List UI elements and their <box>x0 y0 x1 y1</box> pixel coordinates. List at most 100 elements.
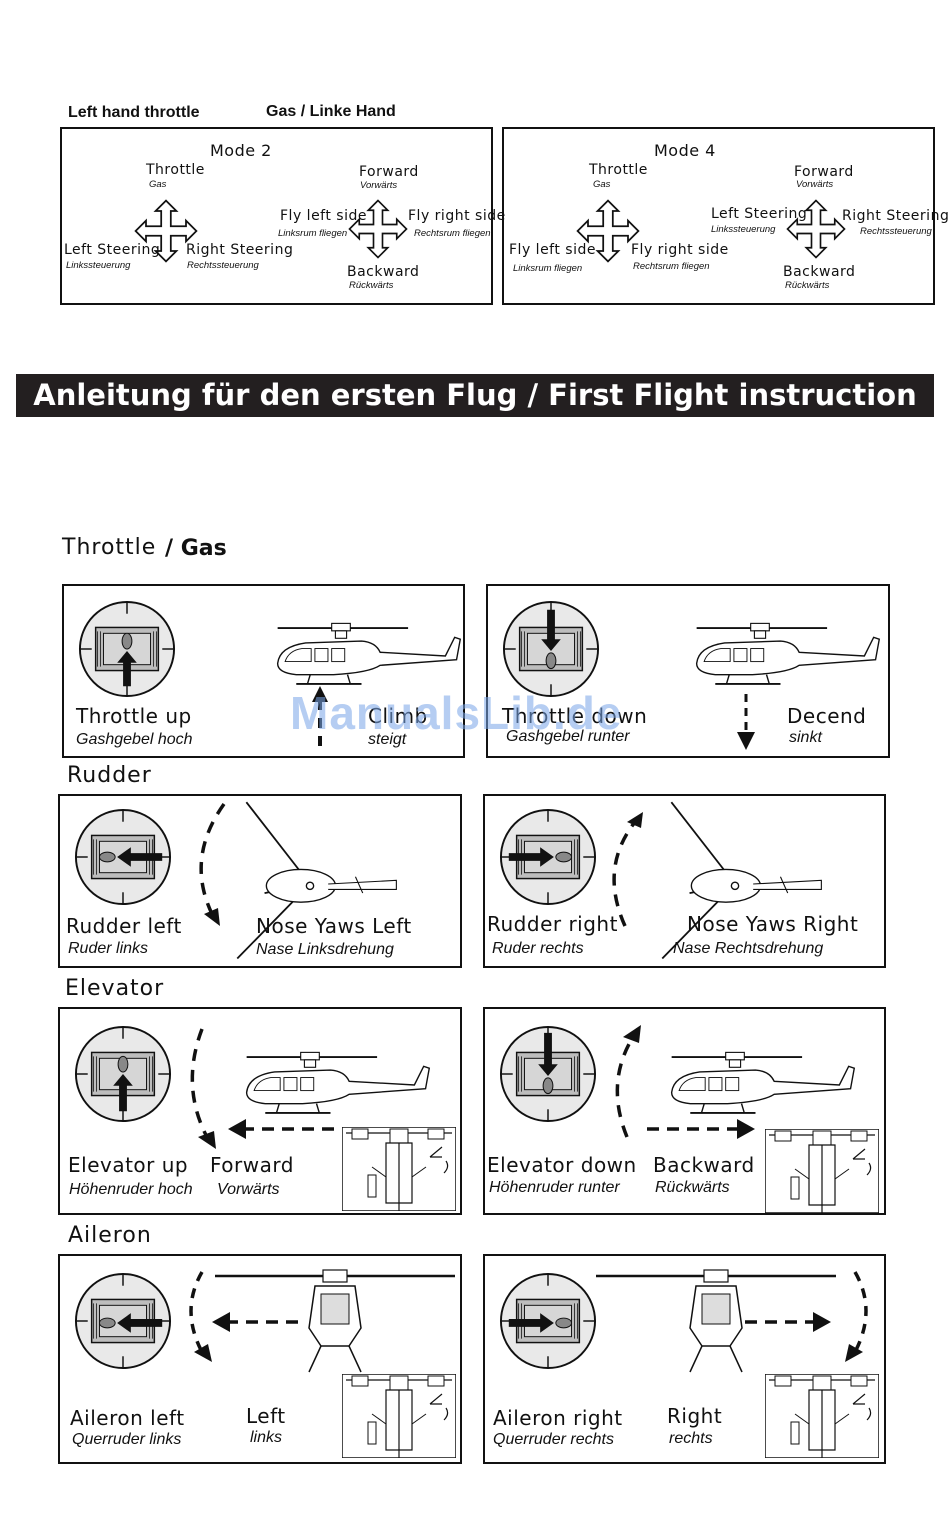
mode4-forward-de: Vorwärts <box>796 179 834 190</box>
aileron-left-label: Aileron left <box>70 1406 185 1430</box>
rudder-right-label: Rudder right <box>487 912 618 936</box>
mode2-fly-left-de: Linksrum fliegen <box>278 228 348 239</box>
rudder-right-de: Ruder rechts <box>492 940 584 957</box>
descend-de: sinkt <box>789 729 822 746</box>
forward-de: Vorwärts <box>217 1181 280 1198</box>
mode4-title: Mode 4 <box>654 141 716 160</box>
panel-aileron-left: Aileron left Querruder links Left links <box>58 1254 462 1464</box>
yaw-right-arrow-icon <box>612 812 643 927</box>
rudder-left-stick-icon <box>74 808 172 906</box>
mode4-left-steering-label: Left Steering <box>711 206 808 222</box>
watermark: ManualsLib.de <box>290 687 623 739</box>
mode2-forward-de: Vorwärts <box>360 180 398 191</box>
right-arrow-icon <box>745 1312 831 1332</box>
swashplate-inset-icon-4 <box>765 1374 879 1458</box>
swashplate-inset-icon-3 <box>342 1374 456 1458</box>
mode2-throttle-de: Gas <box>149 179 167 190</box>
mode2-backward-de: Rückwärts <box>349 280 394 291</box>
mode4-fly-right-de: Rechtsrum fliegen <box>633 261 710 272</box>
descend-arrow-icon <box>737 694 755 750</box>
panel-aileron-right: Aileron right Querruder rechts Right rec… <box>483 1254 886 1464</box>
mode4-throttle-de: Gas <box>593 179 611 190</box>
elevator-up-de: Höhenruder hoch <box>69 1181 193 1198</box>
nose-yaws-right-label: Nose Yaws Right <box>687 912 859 936</box>
rudder-left-label: Rudder left <box>66 914 182 938</box>
elevator-up-stick-icon <box>74 1025 172 1123</box>
nose-yaws-left-label: Nose Yaws Left <box>256 914 412 938</box>
rudder-right-stick-icon <box>499 808 597 906</box>
left-label: Left <box>246 1404 286 1428</box>
yaw-left-arrow-icon <box>199 802 226 926</box>
panel-elevator-up: Elevator up Höhenruder hoch Forward Vorw… <box>58 1007 462 1215</box>
descend-label: Decend <box>787 704 867 728</box>
throttle-up-label: Throttle up <box>76 704 192 728</box>
throttle-down-label: Throttle down <box>502 704 648 728</box>
elevator-down-de: Höhenruder runter <box>489 1179 620 1196</box>
mode4-backward-label: Backward <box>783 264 856 280</box>
mode2-backward-label: Backward <box>347 264 420 280</box>
mode2-title: Mode 2 <box>210 141 272 160</box>
section-aileron-title: Aileron <box>68 1223 152 1248</box>
roll-left-arrow-icon <box>189 1271 212 1362</box>
mode2-right-steering-label: Right Steering <box>186 242 294 258</box>
rudder-left-de: Ruder links <box>68 940 149 957</box>
aileron-right-label: Aileron right <box>493 1406 623 1430</box>
right-label: Right <box>667 1404 723 1428</box>
backward-label: Backward <box>653 1153 755 1177</box>
swashplate-inset-icon <box>342 1127 456 1211</box>
mode2-panel: Mode 2 Throttle Gas Left Steering Linkss… <box>60 127 505 305</box>
mode4-throttle-label: Throttle <box>589 162 648 178</box>
tilt-back-arrow-icon <box>615 1025 641 1138</box>
backward-arrow-icon <box>647 1119 755 1139</box>
right-de: rechts <box>669 1430 713 1447</box>
roll-right-arrow-icon <box>845 1271 868 1362</box>
mode4-right-steering-de: Rechtssteuerung <box>860 226 932 237</box>
throttle-up-stick-icon <box>78 600 176 698</box>
climb-de: steigt <box>368 731 407 748</box>
mode2-left-steering-label: Left Steering <box>64 242 161 258</box>
panel-rudder-right: Rudder right Ruder rechts Nose Yaws Righ… <box>483 794 886 968</box>
throttle-up-de: Gashgebel hoch <box>76 731 193 748</box>
first-flight-banner: Anleitung für den ersten Flug / First Fl… <box>16 374 934 417</box>
throttle-down-stick-icon <box>502 600 600 698</box>
forward-arrow-icon <box>228 1119 334 1139</box>
section-elevator-title: Elevator <box>65 976 165 1001</box>
left-de: links <box>250 1429 283 1446</box>
mode2-fly-left-label: Fly left side <box>280 208 367 224</box>
nose-yaws-left-de: Nase Linksdrehung <box>256 941 394 958</box>
swashplate-inset-icon-2 <box>765 1129 879 1213</box>
forward-label: Forward <box>210 1153 294 1177</box>
nose-yaws-right-de: Nase Rechtsdrehung <box>673 940 824 957</box>
mode2-left-steering-de: Linkssteuerung <box>66 260 131 271</box>
elevator-up-label: Elevator up <box>68 1153 189 1177</box>
elevator-down-stick-icon <box>499 1025 597 1123</box>
mode4-backward-de: Rückwärts <box>785 280 830 291</box>
elevator-down-label: Elevator down <box>487 1153 637 1177</box>
backward-de: Rückwärts <box>655 1179 730 1196</box>
aileron-left-de: Querruder links <box>72 1431 182 1448</box>
mode2-fly-right-de: Rechtsrum fliegen <box>414 228 491 239</box>
panel-throttle-up: Throttle up Gashgebel hoch Climb steigt <box>62 584 465 758</box>
section-throttle-title: Throttle <box>62 535 157 560</box>
mode4-fly-left-de: Linksrum fliegen <box>513 263 583 274</box>
throttle-down-de: Gashgebel runter <box>506 728 630 745</box>
climb-label: Climb <box>368 704 428 728</box>
panel-elevator-down: Elevator down Höhenruder runter Backward… <box>483 1007 886 1215</box>
left-hand-throttle-title: Left hand throttle <box>68 104 200 121</box>
section-throttle-de: / Gas <box>165 536 227 561</box>
mode2-right-steering-de: Rechtssteuerung <box>187 260 259 271</box>
mode4-forward-label: Forward <box>794 164 854 180</box>
climb-arrow-icon <box>312 686 328 746</box>
mode4-right-steering-label: Right Steering <box>842 208 950 224</box>
helicopter-side-icon-2 <box>678 616 883 696</box>
aileron-right-stick-icon <box>499 1272 597 1370</box>
helicopter-side-icon-3 <box>228 1045 433 1125</box>
mode2-throttle-label: Throttle <box>146 162 205 178</box>
mode4-panel: Mode 4 Throttle Gas Fly left side Linksr… <box>502 127 949 305</box>
panel-rudder-left: Rudder left Ruder links Nose Yaws Left N… <box>58 794 462 968</box>
mode2-fly-right-label: Fly right side <box>408 208 506 224</box>
left-arrow-icon <box>212 1312 298 1332</box>
helicopter-side-icon <box>259 616 464 696</box>
mode4-fly-right-label: Fly right side <box>631 242 729 258</box>
gas-linke-hand-title: Gas / Linke Hand <box>266 103 396 120</box>
